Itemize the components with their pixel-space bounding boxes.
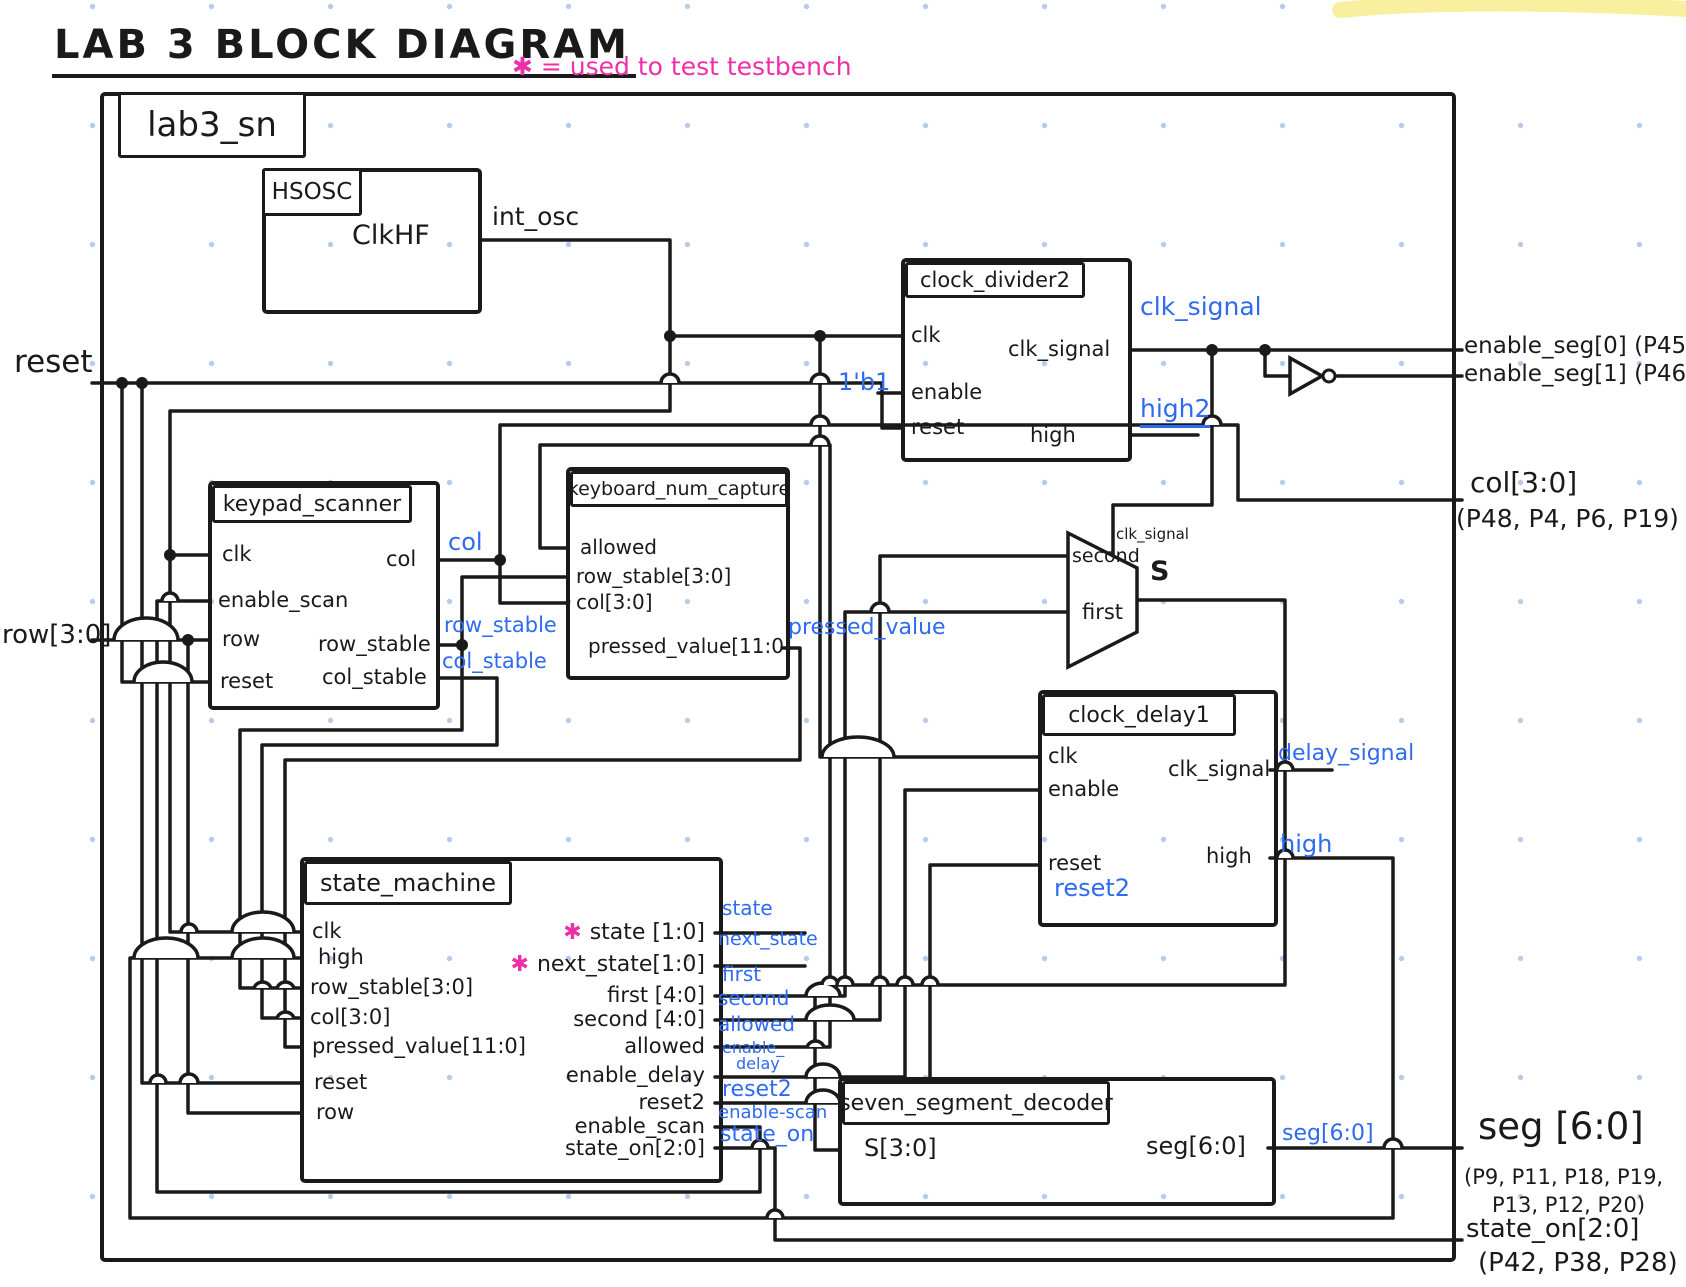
ks-pin-reset: reset	[220, 669, 274, 693]
ssd-pin-seg: seg[6:0]	[1146, 1132, 1246, 1160]
sm-pin-col: col[3:0]	[310, 1005, 391, 1029]
state-machine-title: state_machine	[304, 861, 512, 905]
mux-in-second: second	[1072, 545, 1140, 567]
clock-divider2-box	[901, 258, 1132, 462]
sm-pin-allowed: allowed	[624, 1034, 705, 1058]
io-col-label: col[3:0]	[1470, 466, 1578, 499]
yellow-highlight	[1332, 0, 1686, 18]
cdl-pin-reset: reset	[1048, 851, 1102, 875]
high-wire-label: high	[1280, 830, 1333, 858]
seven-segment-decoder-title: seven_segment_decoder	[839, 1081, 1113, 1125]
delay-signal-wire-label: delay_signal	[1278, 741, 1415, 766]
sm-pin-second: second [4:0]	[573, 1007, 705, 1031]
lab3-sn-box	[100, 92, 1456, 1262]
const-1b1-label: 1'b1	[838, 368, 891, 396]
allowed-wire-label: allowed	[718, 1012, 795, 1036]
mux-out-s: S	[1150, 556, 1170, 587]
col-stable-wire-label: col_stable	[442, 649, 547, 673]
sm-pin-clk: clk	[312, 919, 342, 943]
state-machine-box	[300, 857, 723, 1183]
keypad-scanner-title: keypad_scanner	[212, 485, 412, 523]
keypad-scanner-box	[208, 481, 440, 710]
sm-pin-pressed-value: pressed_value[11:0]	[312, 1034, 526, 1058]
testbench-star-icon: ✱	[563, 920, 582, 945]
keyboard-num-capture-box	[566, 467, 790, 680]
sm-pin-reset: reset	[314, 1070, 368, 1094]
cd2-pin-enable: enable	[911, 380, 983, 404]
io-reset-label: reset	[14, 344, 93, 380]
io-state-on-label: state_on[2:0]	[1466, 1214, 1640, 1244]
page-title: LAB 3 BLOCK DIAGRAM	[52, 24, 636, 78]
ks-pin-row-stable: row_stable	[318, 632, 431, 656]
keyboard-num-capture-title: keyboard_num_capture	[568, 471, 790, 507]
reset2-wire-label: reset2	[1054, 874, 1131, 902]
sm-pin-first: first [4:0]	[607, 983, 705, 1007]
ks-pin-col-stable: col_stable	[322, 665, 427, 689]
knc-pin-allowed: allowed	[580, 535, 657, 559]
cdl-pin-enable: enable	[1048, 777, 1120, 801]
io-seg-pins-label-2: P13, P12, P20)	[1492, 1193, 1646, 1217]
pressed-value-wire-label: pressed_value	[788, 615, 946, 640]
sm-pin-enable-scan: enable_scan	[574, 1114, 705, 1138]
ks-pin-col: col	[386, 547, 417, 571]
sm-pin-row-stable: row_stable[3:0]	[310, 975, 474, 999]
ks-pin-enable-scan: enable_scan	[218, 588, 349, 612]
seven-segment-decoder-box	[838, 1077, 1276, 1206]
state-on-wire-label: state_on	[720, 1122, 815, 1147]
enable-scan-wire-label: enable-scan	[718, 1102, 828, 1123]
row-stable-wire-label: row_stable	[444, 613, 557, 637]
io-row-label: row[3:0]	[2, 620, 112, 650]
io-seg-label: seg [6:0]	[1478, 1105, 1644, 1148]
high2-wire-label: high2	[1140, 395, 1211, 429]
second-wire-label: second	[718, 986, 790, 1010]
testbench-star-icon: ✱	[510, 952, 529, 977]
clock-delay1-title: clock_delay1	[1042, 694, 1236, 736]
cdl-pin-clk-signal: clk_signal	[1168, 757, 1271, 781]
sm-pin-enable-delay: enable_delay	[565, 1063, 705, 1087]
reset2-out-wire-label: reset2	[722, 1077, 792, 1102]
mux-in-first: first	[1082, 600, 1124, 624]
lab3-sn-label: lab3_sn	[118, 92, 306, 158]
int-osc-wire-label: int_osc	[492, 202, 580, 231]
cd2-pin-reset: reset	[911, 415, 965, 439]
sm-pin-next-state: ✱next_state[1:0]	[510, 952, 705, 977]
knc-pin-pressed-value: pressed_value[11:0]	[588, 634, 792, 658]
sm-pin-row: row	[316, 1100, 355, 1124]
io-seg-pins-label-1: (P9, P11, P18, P19,	[1464, 1165, 1664, 1189]
enable-delay-wire-label-1: enable_	[722, 1038, 785, 1057]
clock-delay1-box	[1038, 690, 1278, 927]
col-wire-label: col	[448, 528, 483, 556]
seg-wire-label: seg[6:0]	[1282, 1121, 1374, 1146]
hsosc-clkhf-label: ClkHF	[352, 220, 430, 251]
cd2-pin-clk: clk	[911, 323, 941, 347]
ks-pin-clk: clk	[222, 542, 252, 566]
state-wire-label: state	[722, 896, 773, 920]
testbench-note: ✱ = used to test testbench	[512, 52, 852, 81]
hsosc-box	[262, 168, 482, 314]
cdl-pin-clk: clk	[1048, 744, 1078, 768]
cdl-pin-high: high	[1206, 844, 1252, 868]
io-col-pins-label: (P48, P4, P6, P19)	[1456, 504, 1679, 533]
next-state-wire-label: next_state	[718, 928, 818, 950]
hsosc-title: HSOSC	[262, 168, 362, 216]
knc-pin-col: col[3:0]	[576, 590, 653, 614]
sm-pin-high: high	[318, 945, 364, 969]
ssd-pin-s: S[3:0]	[864, 1134, 937, 1162]
clock-divider2-title: clock_divider2	[905, 262, 1085, 298]
cd2-pin-clk-signal: clk_signal	[1008, 337, 1111, 361]
clk-signal-wire-label: clk_signal	[1140, 292, 1262, 321]
enable-delay-wire-label-2: delay	[736, 1054, 780, 1073]
io-state-on-pins-label: (P42, P38, P28)	[1478, 1248, 1678, 1278]
mux-select-label: clk_signal	[1116, 525, 1189, 543]
first-wire-label: first	[722, 962, 762, 986]
cd2-pin-high: high	[1030, 423, 1076, 447]
sm-pin-reset2: reset2	[638, 1090, 705, 1114]
sm-pin-state: ✱state [1:0]	[563, 920, 705, 945]
io-enable-seg0-label: enable_seg[0] (P45)	[1464, 333, 1686, 359]
io-enable-seg1-label: enable_seg[1] (P46)	[1464, 361, 1686, 387]
knc-pin-row-stable: row_stable[3:0]	[576, 564, 732, 588]
ks-pin-row: row	[222, 627, 261, 651]
sm-pin-state-on: state_on[2:0]	[564, 1136, 705, 1160]
